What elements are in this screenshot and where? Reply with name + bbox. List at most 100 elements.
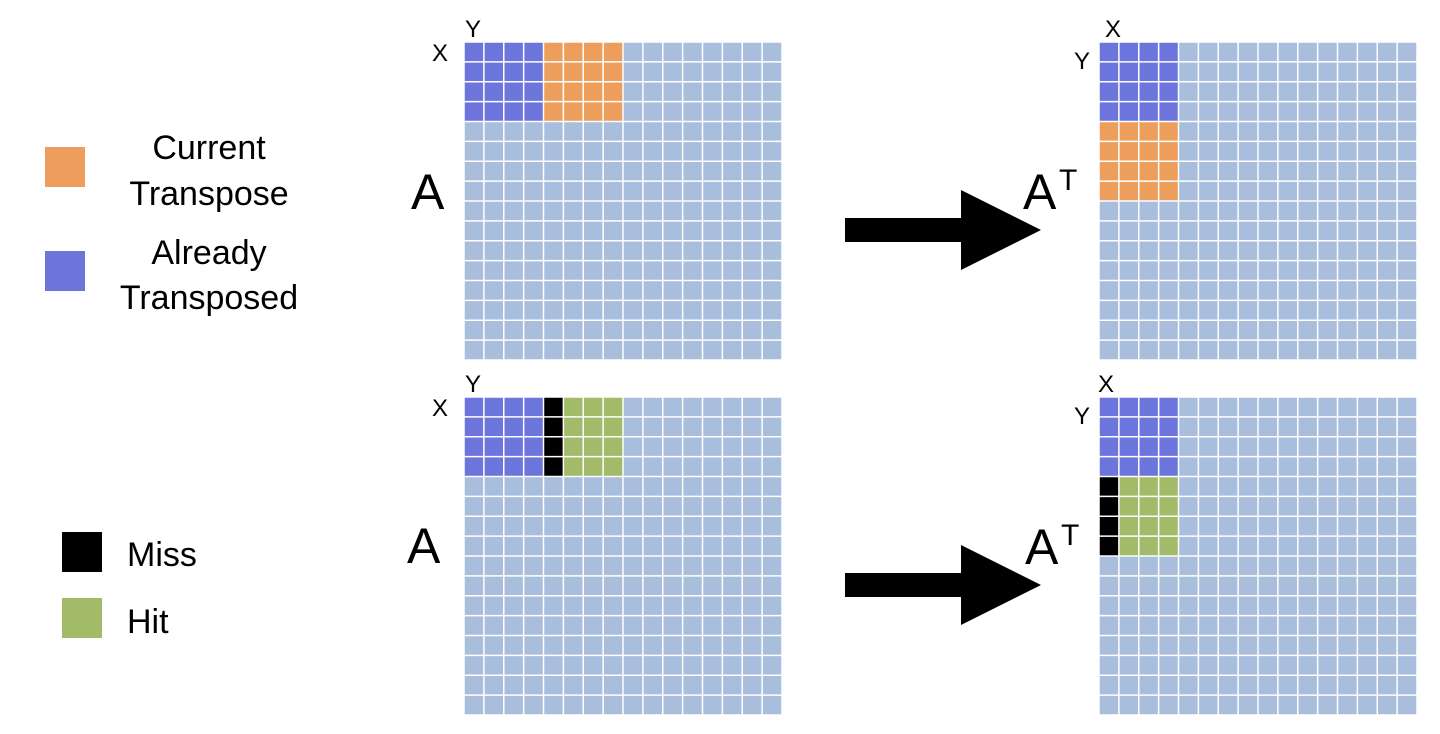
matrix-cell [643,301,663,320]
matrix-cell [743,321,762,340]
matrix-cell [603,556,623,576]
matrix-cell [584,517,603,536]
matrix-cell [1238,497,1258,516]
matrix-cell [723,301,742,320]
matrix-cell [524,340,543,360]
matrix-cell [1358,82,1377,101]
matrix-cell [603,122,623,141]
already-transposed-cell [1119,437,1139,456]
matrix-cell [1099,221,1119,241]
matrix-cell [723,62,742,82]
matrix-cell [663,536,682,556]
matrix-cell [1159,676,1178,695]
matrix-cell [683,221,702,241]
matrix-cell [723,616,742,635]
matrix-cell [762,437,782,456]
current-transpose-cell [544,82,563,101]
matrix-cell [663,497,682,516]
already-transposed-cell [1159,437,1178,456]
matrix-cell [1397,201,1417,221]
matrix-cell [1119,261,1139,280]
matrix-cell [1139,321,1158,340]
matrix-cell [703,261,722,280]
matrix-cell [1199,301,1218,320]
matrix-cell [1258,221,1278,241]
matrix-cell [1199,162,1218,181]
hit-cell [603,397,623,417]
hit-cell [584,397,603,417]
matrix-cell [643,536,663,556]
matrix-cell [1397,417,1417,437]
matrix-cell [1159,261,1178,280]
matrix-cell [623,437,643,456]
matrix-cell [464,616,484,635]
matrix-cell [544,596,563,615]
hit-cell [1159,536,1178,556]
matrix-cell [504,695,523,715]
matrix-cell [1358,417,1377,437]
matrix-cell [1258,321,1278,340]
matrix-cell [1238,321,1258,340]
matrix-cell [663,162,682,181]
matrix-cell [1397,162,1417,181]
matrix-cell [1318,437,1337,456]
matrix-cell [1278,656,1298,675]
current-transpose-cell [564,42,583,62]
matrix-cell [1358,241,1377,260]
matrix-cell [623,576,643,596]
matrix-cell [683,536,702,556]
matrix-cell [464,281,484,300]
matrix-cell [544,517,563,536]
matrix-cell [1378,517,1397,536]
matrix-cell [1219,497,1238,516]
matrix-cell [723,162,742,181]
matrix-cell [643,576,663,596]
matrix-cell [564,556,583,576]
matrix-cell [663,397,682,417]
matrix-cell [723,221,742,241]
matrix-cell [1258,596,1278,615]
matrix-cell [683,457,702,476]
transpose-arrow [845,545,1041,625]
matrix-cell [762,636,782,655]
hit-cell [584,437,603,456]
matrix-cell [1179,536,1198,556]
matrix-cell [1219,656,1238,675]
matrix-cell [683,437,702,456]
matrix-cell [723,576,742,596]
matrix-cell [1298,42,1317,62]
matrix-cell [683,656,702,675]
matrix-cell [603,201,623,221]
matrix-cell [1119,676,1139,695]
matrix-cell [723,676,742,695]
matrix-cell [564,221,583,241]
matrix-cell [1099,301,1119,320]
matrix-cell [703,397,722,417]
matrix-cell [1378,695,1397,715]
matrix-cell [743,122,762,141]
matrix-cell [1179,437,1198,456]
matrix-cell [464,636,484,655]
matrix-cell [1199,62,1218,82]
matrix-cell [1219,201,1238,221]
matrix-cell [1199,656,1218,675]
matrix-cell [603,142,623,161]
matrix-cell [1099,656,1119,675]
matrix-cell [544,576,563,596]
already-transposed-cell [504,437,523,456]
matrix-cell [1358,397,1377,417]
matrix-cell [1278,122,1298,141]
matrix-cell [663,437,682,456]
matrix-cell [564,201,583,221]
matrix-cell [683,201,702,221]
matrix-cell [1179,142,1198,161]
already-transposed-cell [1159,42,1178,62]
matrix-cell [1397,181,1417,201]
matrix-cell [703,241,722,260]
matrix-cell [1298,457,1317,476]
matrix-cell [1397,477,1417,496]
matrix-cell [623,477,643,496]
matrix-cell [1338,181,1357,201]
matrix-cell [564,477,583,496]
